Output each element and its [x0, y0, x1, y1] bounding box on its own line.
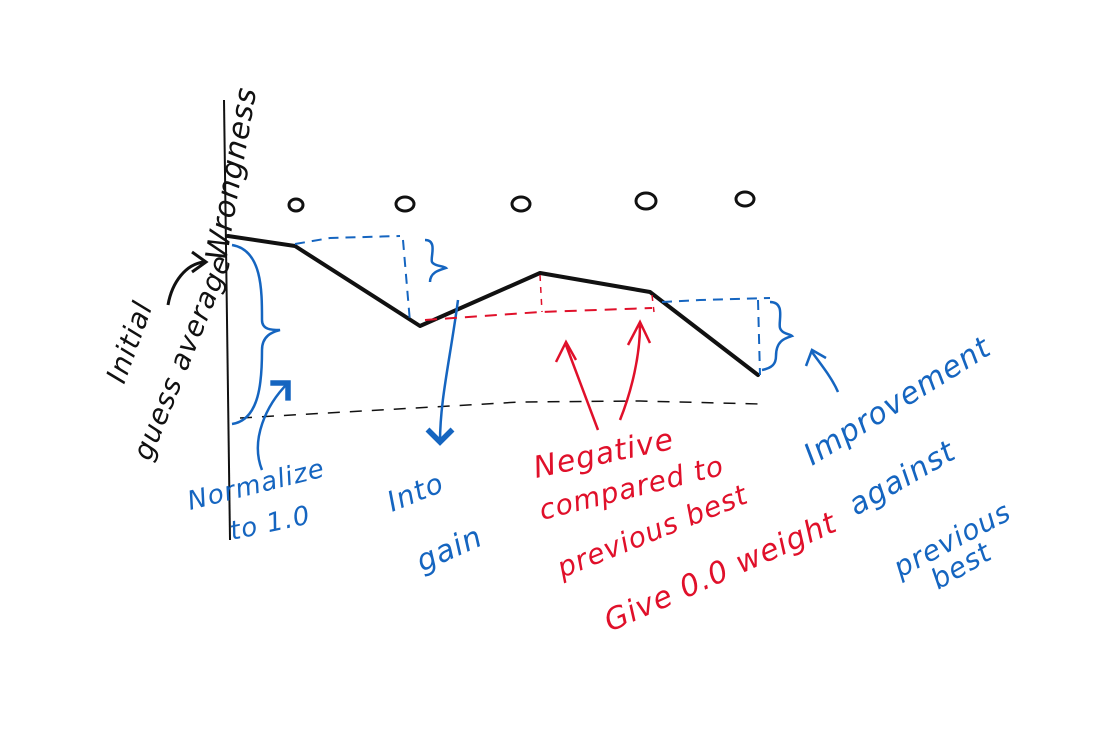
- gain-brace-1: [424, 238, 449, 283]
- into-gain-arrow: [425, 299, 460, 446]
- negative-dashed-vertical: [651, 294, 655, 313]
- normalize-label-line2: to 1.0: [227, 501, 313, 547]
- initial-guess-arrow: [166, 250, 209, 306]
- improvement-label-line2: against: [843, 434, 963, 523]
- previous-best-dashed-2: [661, 297, 771, 303]
- negative-dashed-vertical: [539, 274, 543, 313]
- y-axis-label: Wrongness: [199, 84, 264, 263]
- baseline-dashed: [239, 400, 761, 419]
- improvement-brace: [761, 300, 795, 372]
- iteration-marker: [394, 195, 416, 213]
- iteration-markers: [287, 190, 756, 213]
- negative-dashed-line: [424, 307, 653, 321]
- iteration-marker: [287, 197, 305, 213]
- initial-label-line2: guess average: [126, 250, 238, 465]
- improvement-arrow: [804, 348, 840, 393]
- gain-dashed-vertical-1: [402, 239, 411, 323]
- negative-arrow-left: [554, 339, 600, 431]
- into-label-line1: Into: [382, 466, 448, 518]
- into-label-line2: gain: [411, 519, 488, 579]
- initial-label-line1: Initial: [100, 297, 160, 388]
- improvement-dashed-vertical: [757, 299, 761, 376]
- improvement-label-line1: Improvement: [798, 330, 998, 473]
- negative-arrow-right: [618, 319, 652, 421]
- normalize-arrow: [256, 380, 291, 471]
- iteration-marker: [634, 191, 658, 211]
- iteration-marker: [510, 195, 532, 213]
- wrongness-curve: [226, 234, 760, 377]
- normalize-brace: [231, 243, 281, 426]
- y-axis-line: [223, 99, 231, 541]
- iteration-marker: [734, 190, 756, 208]
- previous-best-dashed-1: [294, 235, 401, 245]
